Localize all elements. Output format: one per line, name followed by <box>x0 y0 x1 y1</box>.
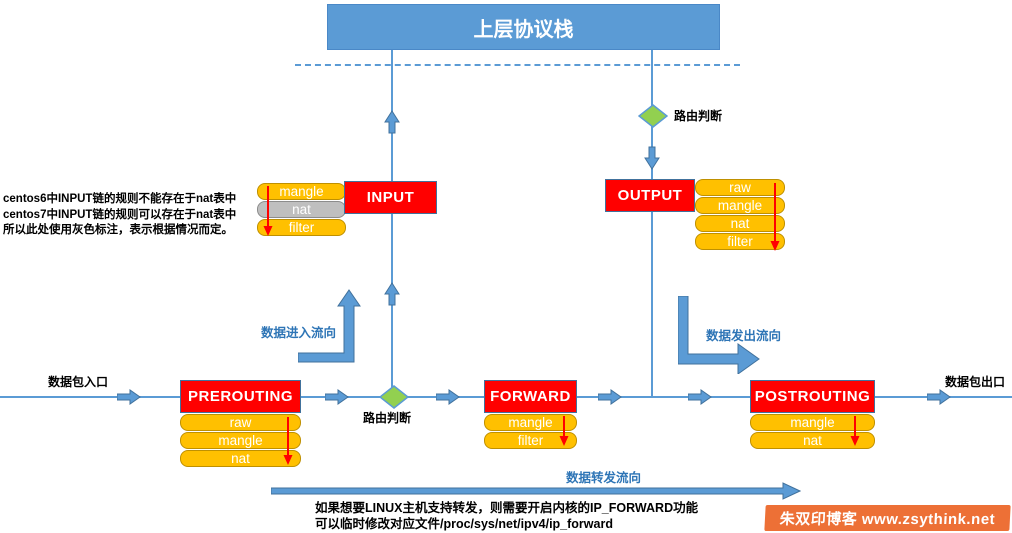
routing-decision-diamond-mid <box>379 385 409 409</box>
prerouting-table-nat: nat <box>180 450 301 467</box>
input-table-mangle: mangle <box>257 183 346 200</box>
right-arrow-icon <box>325 389 349 405</box>
input-chain-box: INPUT <box>344 181 437 214</box>
output-table-stack: raw mangle nat filter <box>695 179 785 251</box>
protocol-stack-label: 上层协议栈 <box>473 18 574 41</box>
routing-decision-label-top: 路由判断 <box>674 109 723 123</box>
postrouting-chain-box: POSTROUTING <box>750 380 875 413</box>
prerouting-table-mangle: mangle <box>180 432 301 449</box>
input-priority-arrow-icon <box>262 186 274 236</box>
prerouting-table-raw: raw <box>180 414 301 431</box>
outgoing-flow-label: 数据发出流向 <box>706 329 782 343</box>
kernel-userspace-divider-line <box>295 64 740 66</box>
forward-chain-label: FORWARD <box>490 388 571 405</box>
up-arrow-icon <box>384 110 400 134</box>
input-vertical-line <box>391 48 393 396</box>
nat-note-line-3: 所以此处使用灰色标注，表示根据情况而定。 <box>3 224 233 236</box>
packet-entry-label: 数据包入口 <box>48 375 109 389</box>
right-arrow-icon <box>117 389 141 405</box>
input-table-nat: nat <box>257 201 346 218</box>
output-table-nat: nat <box>695 215 785 232</box>
forward-table-filter: filter <box>484 432 577 449</box>
postrouting-table-nat: nat <box>750 432 875 449</box>
output-table-raw: raw <box>695 179 785 196</box>
nat-note-line-2: centos7中INPUT链的规则可以存在于nat表中 <box>3 208 237 221</box>
output-table-mangle: mangle <box>695 197 785 214</box>
site-watermark: 朱双印博客 www.zsythink.net <box>764 505 1011 531</box>
nat-note-text: centos6中INPUT链的规则不能存在于nat表中 centos7中INPU… <box>3 192 236 239</box>
down-arrow-icon <box>644 146 660 170</box>
prerouting-chain-label: PREROUTING <box>187 388 293 405</box>
forward-chain-box: FORWARD <box>484 380 577 413</box>
ip-forward-note-line-1: 如果想要LINUX主机支持转发，则需要开启内核的IP_FORWARD功能 <box>315 501 699 515</box>
ip-forward-note-line-2: 可以临时修改对应文件/proc/sys/net/ipv4/ip_forward <box>315 517 613 531</box>
prerouting-table-stack: raw mangle nat <box>180 414 301 468</box>
incoming-flow-label: 数据进入流向 <box>261 326 337 340</box>
input-chain-label: INPUT <box>366 189 415 206</box>
postrouting-priority-arrow-icon <box>849 416 861 446</box>
prerouting-priority-arrow-icon <box>282 417 294 465</box>
forward-table-mangle: mangle <box>484 414 577 431</box>
forwarding-flow-label: 数据转发流向 <box>566 471 642 485</box>
right-arrow-icon <box>598 389 622 405</box>
right-arrow-icon <box>688 389 712 405</box>
outgoing-flow-arrow-icon <box>678 296 760 374</box>
input-table-stack: mangle nat filter <box>257 183 346 237</box>
protocol-stack-box: 上层协议栈 <box>327 4 720 50</box>
prerouting-chain-box: PREROUTING <box>180 380 301 413</box>
postrouting-chain-label: POSTROUTING <box>754 388 871 405</box>
forwarding-flow-arrow-icon <box>271 482 801 500</box>
forward-table-stack: mangle filter <box>484 414 577 450</box>
output-chain-label: OUTPUT <box>617 187 683 204</box>
output-priority-arrow-icon <box>769 183 781 251</box>
postrouting-table-mangle: mangle <box>750 414 875 431</box>
ip-forward-note-text: 如果想要LINUX主机支持转发，则需要开启内核的IP_FORWARD功能 可以临… <box>315 500 698 532</box>
output-vertical-line <box>651 48 653 397</box>
forward-priority-arrow-icon <box>558 416 570 446</box>
right-arrow-icon <box>927 389 951 405</box>
output-table-filter: filter <box>695 233 785 250</box>
routing-decision-label-mid: 路由判断 <box>363 411 412 425</box>
routing-decision-diamond-top <box>638 104 668 128</box>
incoming-flow-arrow-icon <box>298 289 368 369</box>
output-chain-box: OUTPUT <box>605 179 695 212</box>
right-arrow-icon <box>436 389 460 405</box>
site-watermark-text: 朱双印博客 www.zsythink.net <box>779 510 996 528</box>
up-arrow-icon <box>384 282 400 306</box>
nat-note-line-1: centos6中INPUT链的规则不能存在于nat表中 <box>3 193 237 205</box>
packet-exit-label: 数据包出口 <box>945 375 1006 389</box>
postrouting-table-stack: mangle nat <box>750 414 875 450</box>
input-table-filter: filter <box>257 219 346 236</box>
